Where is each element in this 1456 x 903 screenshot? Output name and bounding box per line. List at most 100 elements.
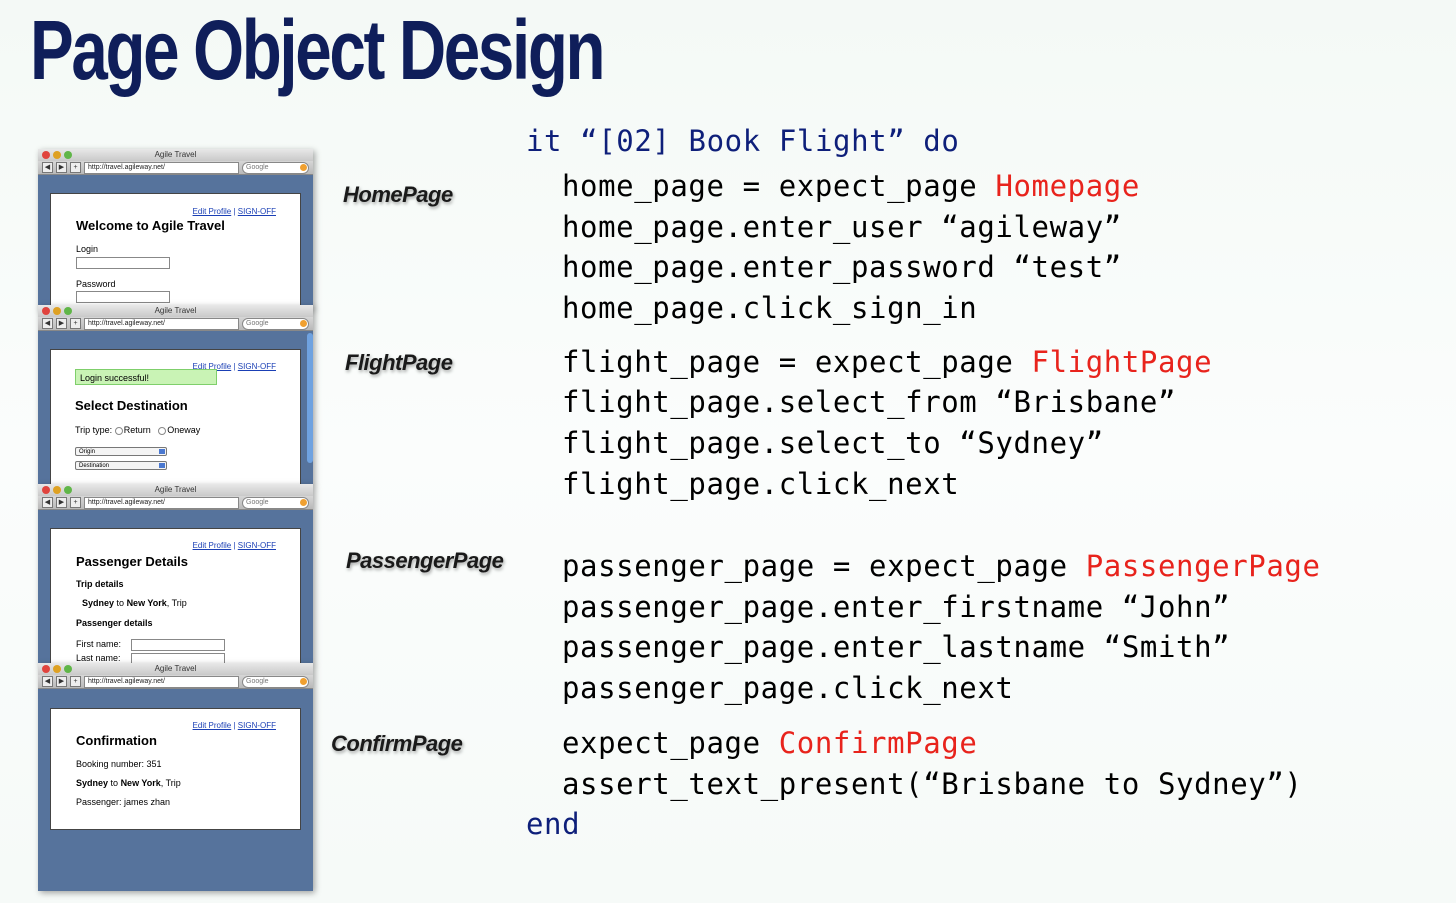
add-bookmark-icon[interactable]: + xyxy=(70,162,81,173)
forward-icon[interactable]: ▶ xyxy=(56,318,67,329)
code-line: flight_page.click_next xyxy=(562,467,960,501)
login-label: Login xyxy=(76,244,99,254)
class-name: Homepage xyxy=(995,169,1140,203)
window-titlebar: Agile Travel xyxy=(38,663,313,675)
browser-toolbar: ◀ ▶ + http://travel.agileway.net/ Google xyxy=(38,317,313,331)
code-line: flight_page.select_from “Brisbane” xyxy=(562,385,1177,419)
back-icon[interactable]: ◀ xyxy=(42,676,53,687)
code-close-line: end xyxy=(526,807,581,841)
window-title: Agile Travel xyxy=(154,664,197,673)
edit-profile-link[interactable]: Edit Profile xyxy=(192,721,232,730)
window-title: Agile Travel xyxy=(154,306,197,315)
password-input[interactable] xyxy=(76,291,170,303)
back-icon[interactable]: ◀ xyxy=(42,318,53,329)
class-name: PassengerPage xyxy=(1085,549,1321,583)
back-icon[interactable]: ◀ xyxy=(42,162,53,173)
code-line: assert_text_present(“Brisbane to Sydney”… xyxy=(562,767,1303,801)
code-line: expect_page ConfirmPage xyxy=(562,726,978,760)
success-message: Login successful! xyxy=(75,369,217,385)
browser-toolbar: ◀ ▶ + http://travel.agileway.net/ Google xyxy=(38,161,313,175)
password-label: Password xyxy=(76,279,116,289)
close-dot-icon[interactable] xyxy=(42,151,50,159)
search-field[interactable]: Google xyxy=(242,496,309,509)
window-titlebar: Agile Travel xyxy=(38,149,313,161)
forward-icon[interactable]: ▶ xyxy=(56,497,67,508)
minimize-dot-icon[interactable] xyxy=(53,307,61,315)
slide-title: Page Object Design xyxy=(30,3,606,97)
address-bar[interactable]: http://travel.agileway.net/ xyxy=(84,161,239,174)
forward-icon[interactable]: ▶ xyxy=(56,162,67,173)
close-dot-icon[interactable] xyxy=(42,307,50,315)
close-dot-icon[interactable] xyxy=(42,665,50,673)
page-heading: Welcome to Agile Travel xyxy=(76,218,225,233)
first-name-input[interactable] xyxy=(131,639,225,651)
address-bar[interactable]: http://travel.agileway.net/ xyxy=(84,317,239,330)
sign-off-link[interactable]: SIGN-OFF xyxy=(237,207,276,216)
page-label-confirmpage: ConfirmPage xyxy=(331,731,463,756)
page-heading: Confirmation xyxy=(76,733,157,748)
zoom-dot-icon[interactable] xyxy=(64,151,72,159)
code-line: passenger_page.enter_lastname “Smith” xyxy=(562,630,1231,664)
add-bookmark-icon[interactable]: + xyxy=(70,676,81,687)
oneway-radio[interactable] xyxy=(158,426,167,435)
close-dot-icon[interactable] xyxy=(42,486,50,494)
passenger-name: Passenger: james zhan xyxy=(76,797,171,807)
header-links: Edit Profile | SIGN-OFF xyxy=(192,207,276,216)
scrollbar[interactable] xyxy=(307,333,313,463)
header-links: Edit Profile | SIGN-OFF xyxy=(192,541,276,550)
first-name-label: First name: xyxy=(76,639,122,649)
zoom-dot-icon[interactable] xyxy=(64,307,72,315)
search-field[interactable]: Google xyxy=(242,317,309,330)
search-field[interactable]: Google xyxy=(242,675,309,688)
login-input[interactable] xyxy=(76,257,170,269)
zoom-dot-icon[interactable] xyxy=(64,486,72,494)
code-line: flight_page.select_to “Sydney” xyxy=(562,426,1104,460)
edit-profile-link[interactable]: Edit Profile xyxy=(192,541,232,550)
address-bar[interactable]: http://travel.agileway.net/ xyxy=(84,675,239,688)
select-arrow-icon xyxy=(159,463,165,468)
edit-profile-link[interactable]: Edit Profile xyxy=(192,207,232,216)
header-links: Edit Profile | SIGN-OFF xyxy=(192,362,276,371)
page-heading: Passenger Details xyxy=(76,554,189,569)
minimize-dot-icon[interactable] xyxy=(53,486,61,494)
browser-toolbar: ◀ ▶ + http://travel.agileway.net/ Google xyxy=(38,675,313,689)
page-content: Edit Profile | SIGN-OFF Welcome to Agile… xyxy=(50,193,301,310)
code-line: home_page.enter_user “agileway” xyxy=(562,210,1122,244)
origin-select[interactable]: Origin xyxy=(75,447,167,456)
window-title: Agile Travel xyxy=(154,485,197,494)
search-go-icon xyxy=(300,319,307,327)
trip-summary: Sydney to New York, Trip xyxy=(76,778,181,788)
sign-off-link[interactable]: SIGN-OFF xyxy=(237,362,276,371)
code-line: passenger_page.enter_firstname “John” xyxy=(562,590,1231,624)
last-name-label: Last name: xyxy=(76,653,121,663)
page-content: Edit Profile | SIGN-OFF Login successful… xyxy=(50,349,301,486)
zoom-dot-icon[interactable] xyxy=(64,665,72,673)
search-go-icon xyxy=(300,163,307,171)
edit-profile-link[interactable]: Edit Profile xyxy=(192,362,232,371)
add-bookmark-icon[interactable]: + xyxy=(70,497,81,508)
add-bookmark-icon[interactable]: + xyxy=(70,318,81,329)
search-field[interactable]: Google xyxy=(242,161,309,174)
back-icon[interactable]: ◀ xyxy=(42,497,53,508)
trip-summary: Sydney to New York, Trip xyxy=(82,598,187,608)
class-name: ConfirmPage xyxy=(778,726,978,760)
code-line: home_page.enter_password “test” xyxy=(562,250,1122,284)
select-arrow-icon xyxy=(159,449,165,454)
sign-off-link[interactable]: SIGN-OFF xyxy=(237,721,276,730)
address-bar[interactable]: http://travel.agileway.net/ xyxy=(84,496,239,509)
forward-icon[interactable]: ▶ xyxy=(56,676,67,687)
browser-window-flight: Agile Travel ◀ ▶ + http://travel.agilewa… xyxy=(38,305,313,486)
browser-window-passenger: Agile Travel ◀ ▶ + http://travel.agilewa… xyxy=(38,484,313,665)
search-go-icon xyxy=(300,677,307,685)
sign-off-link[interactable]: SIGN-OFF xyxy=(237,541,276,550)
minimize-dot-icon[interactable] xyxy=(53,151,61,159)
trip-details-label: Trip details xyxy=(76,579,124,589)
page-content: Edit Profile | SIGN-OFF Passenger Detail… xyxy=(50,528,301,665)
browser-window-confirm: Agile Travel ◀ ▶ + http://travel.agilewa… xyxy=(38,663,313,891)
browser-toolbar: ◀ ▶ + http://travel.agileway.net/ Google xyxy=(38,496,313,510)
code-line: home_page.click_sign_in xyxy=(562,291,978,325)
minimize-dot-icon[interactable] xyxy=(53,665,61,673)
search-go-icon xyxy=(300,498,307,506)
destination-select[interactable]: Destination xyxy=(75,461,167,470)
return-radio[interactable] xyxy=(114,426,123,435)
